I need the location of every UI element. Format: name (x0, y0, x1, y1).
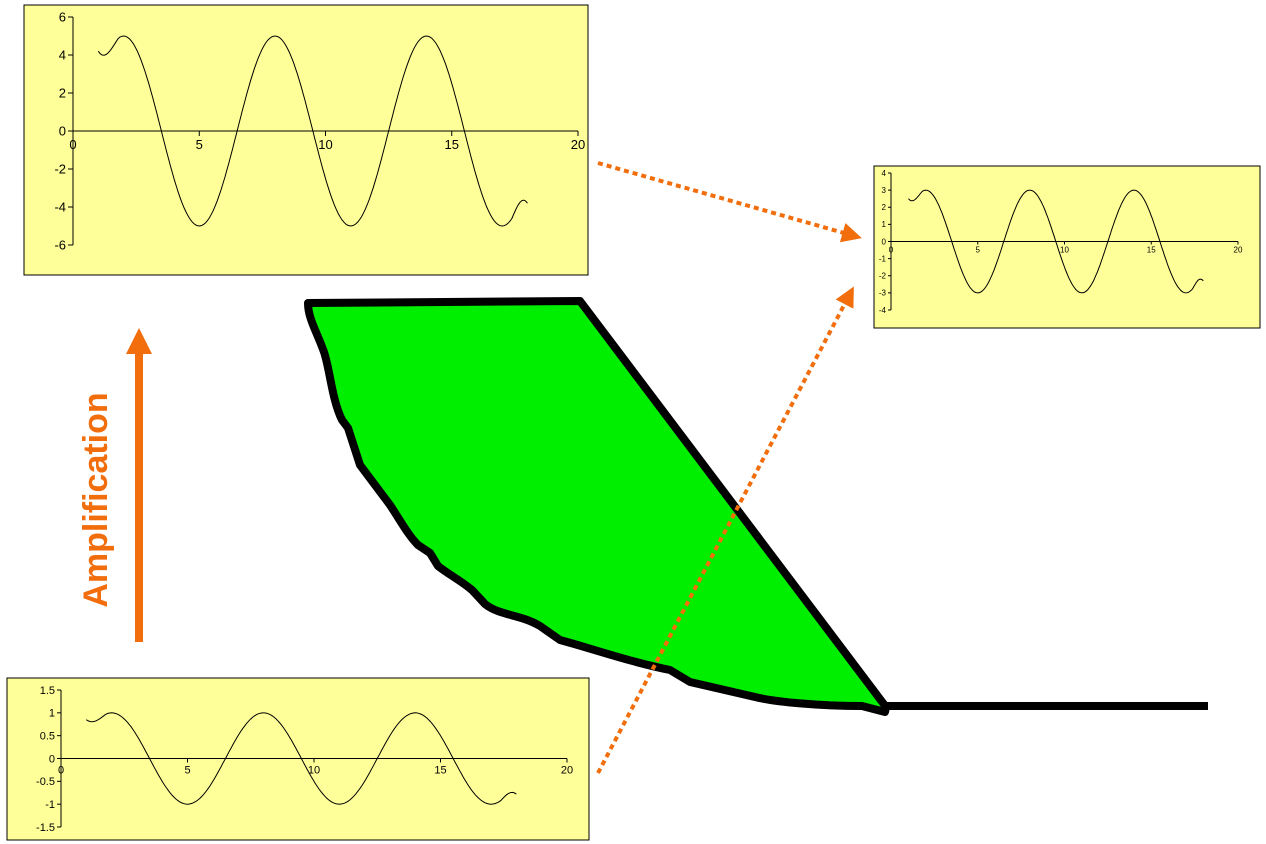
x-tick-label: 20 (1234, 246, 1243, 255)
x-tick-label: 15 (1147, 246, 1156, 255)
x-tick-label: 10 (1060, 246, 1069, 255)
y-tick-label: -1.5 (36, 822, 55, 834)
y-tick-label: 2 (59, 86, 66, 101)
y-tick-label: 0 (59, 124, 66, 139)
chart-panel-background (873, 165, 1261, 329)
y-tick-label: -1 (45, 799, 55, 811)
y-tick-label: -2 (54, 162, 66, 177)
y-tick-label: 1 (882, 220, 887, 229)
wave-series-line (86, 712, 517, 805)
y-tick-label: 6 (59, 10, 66, 25)
y-tick-label: 4 (882, 169, 887, 178)
y-tick-label: -1 (879, 254, 887, 263)
y-tick-label: 1 (49, 708, 55, 720)
x-tick-label: 5 (976, 246, 981, 255)
x-tick-label: 0 (58, 765, 64, 777)
y-tick-label: 4 (59, 48, 66, 63)
y-tick-label: 0 (882, 237, 887, 246)
y-tick-label: -3 (879, 289, 887, 298)
y-tick-label: -2 (879, 272, 887, 281)
y-tick-label: -4 (54, 200, 66, 215)
y-tick-label: 0 (49, 753, 55, 765)
y-tick-label: -0.5 (36, 776, 55, 788)
y-tick-label: 3 (882, 186, 887, 195)
x-tick-label: 20 (561, 765, 573, 777)
x-tick-label: 15 (434, 765, 446, 777)
x-tick-label: 5 (196, 137, 203, 152)
amplification-label: Amplification (77, 392, 115, 607)
x-tick-label: 0 (889, 246, 894, 255)
x-tick-label: 10 (318, 137, 332, 152)
slope-shape (304, 297, 890, 716)
amplification-arrow-head (126, 328, 152, 354)
y-tick-label: -6 (54, 238, 66, 253)
x-tick-label: 0 (69, 137, 76, 152)
wave-series-line (908, 189, 1204, 294)
propagation-arrow-top (597, 161, 862, 243)
y-tick-label: -4 (879, 306, 887, 315)
y-tick-label: 0.5 (40, 731, 55, 743)
x-tick-label: 10 (308, 765, 320, 777)
propagation-arrow-slope (596, 286, 854, 774)
x-tick-label: 20 (571, 137, 585, 152)
x-tick-label: 15 (445, 137, 459, 152)
y-tick-label: 1.5 (40, 685, 55, 697)
wave-series-line (97, 35, 528, 227)
x-tick-label: 5 (184, 765, 190, 777)
y-tick-label: 2 (882, 203, 887, 212)
chart-panel-background (23, 4, 589, 276)
